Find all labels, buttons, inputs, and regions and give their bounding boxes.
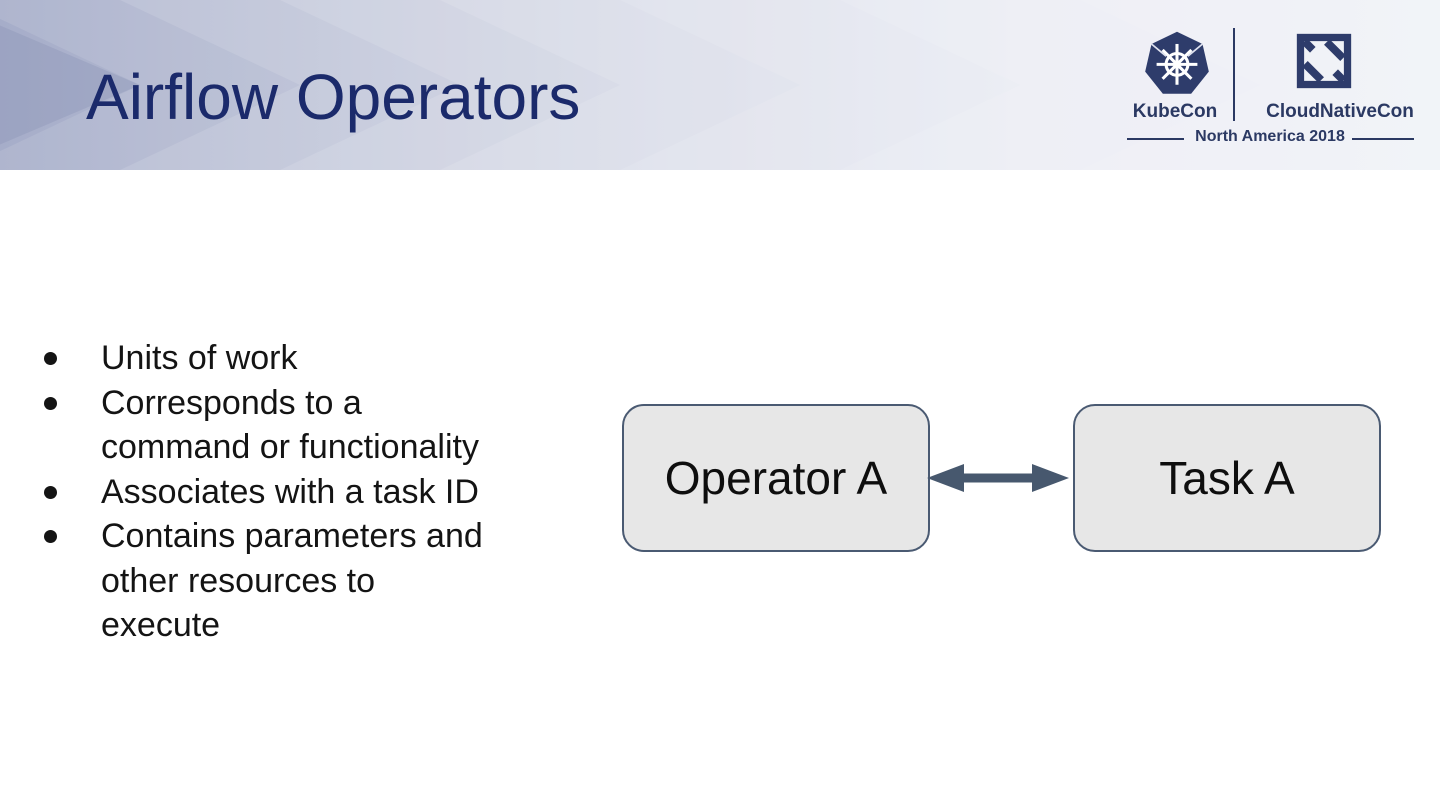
bullet-dot-icon bbox=[44, 530, 57, 543]
bullet-list: Units of work Corresponds to a command o… bbox=[30, 336, 530, 648]
event-name-label: North America 2018 bbox=[1195, 128, 1345, 145]
bullet-text: Associates with a task ID bbox=[101, 472, 479, 511]
page-title: Airflow Operators bbox=[86, 61, 581, 133]
kubecon-label: KubeCon bbox=[1132, 101, 1218, 122]
bullet-item: Contains parameters and other resources … bbox=[30, 514, 530, 648]
operator-box-label: Operator A bbox=[664, 452, 888, 504]
bullet-dot-icon bbox=[44, 396, 57, 410]
bullet-text: Contains parameters and other resources … bbox=[101, 517, 483, 644]
task-box: Task A bbox=[1073, 404, 1381, 552]
event-rule-right bbox=[1352, 138, 1414, 140]
bidirectional-arrow-icon bbox=[927, 464, 1069, 492]
bullet-item: Units of work bbox=[30, 336, 530, 381]
bullet-dot-icon bbox=[44, 352, 57, 365]
bullet-text: Corresponds to a command or functionalit… bbox=[101, 383, 479, 467]
operator-box: Operator A bbox=[622, 404, 930, 552]
header-band: Airflow Operators bbox=[0, 0, 1440, 170]
bullet-dot-icon bbox=[44, 485, 57, 499]
cloudnativecon-label: CloudNativeCon bbox=[1266, 101, 1414, 122]
logo-divider bbox=[1233, 28, 1235, 121]
bullet-item: Corresponds to a command or functionalit… bbox=[30, 381, 530, 470]
event-logo-block: KubeCon CloudNativeCon North America 201… bbox=[1100, 0, 1440, 170]
header-chevron-pattern bbox=[0, 0, 1440, 170]
bullet-item: Associates with a task ID bbox=[30, 470, 530, 515]
event-rule-left bbox=[1127, 138, 1184, 140]
task-box-label: Task A bbox=[1159, 452, 1295, 504]
cloudnativecon-icon bbox=[1296, 33, 1352, 89]
kubecon-helm-icon bbox=[1145, 31, 1209, 94]
bullet-text: Units of work bbox=[101, 339, 298, 377]
